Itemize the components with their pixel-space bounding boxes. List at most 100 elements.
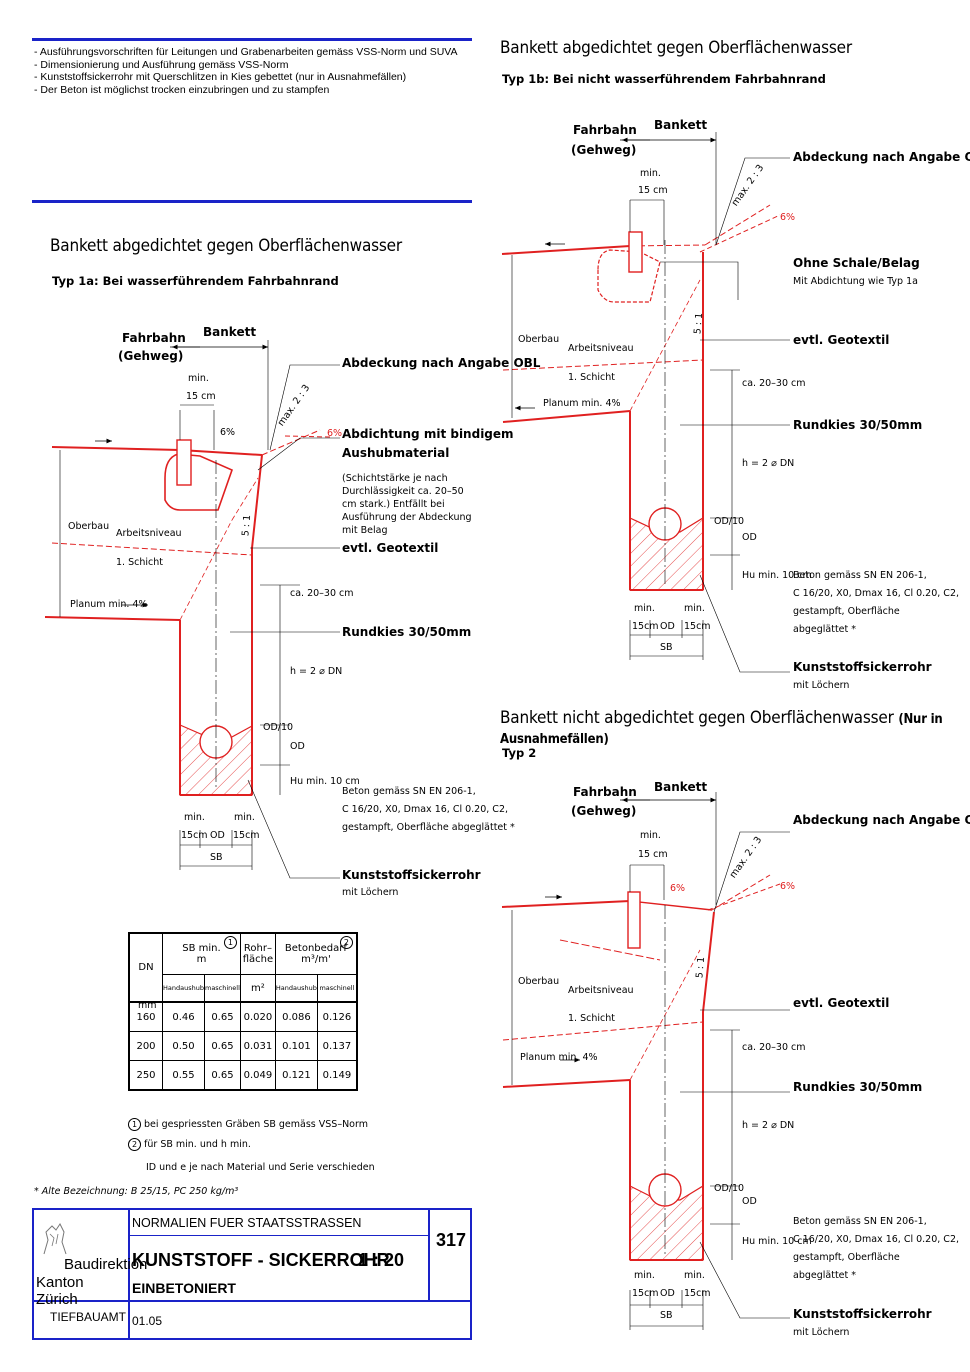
col-sb-unit: m — [196, 954, 207, 965]
type1b-beton3a: gestampft, Oberfläche — [793, 606, 900, 617]
type1b-title: Bankett abgedichtet gegen Oberflächenwas… — [500, 38, 852, 58]
type1a-slope6-right: 6% — [327, 428, 343, 439]
type1b-oberbau: Oberbau — [518, 334, 560, 345]
type1b-min-left: min. — [634, 603, 655, 614]
type1b-abdeckung: Abdeckung nach Angabe OBL — [793, 150, 970, 164]
type1b-od10: OD/10 — [714, 516, 745, 527]
col-flaeche-label: fläche — [242, 954, 274, 965]
type1a-abdichtung2: Aushubmaterial — [342, 446, 450, 460]
type2-slope51: 5 : 1 — [694, 956, 708, 979]
cell: 0.031 — [239, 1031, 276, 1061]
type2-min-left: min. — [634, 1270, 655, 1281]
type1a-od-bottom: OD — [210, 830, 225, 841]
cell: 250 — [128, 1060, 163, 1091]
type1a-15cm-left: 15cm — [181, 830, 208, 841]
cell: 0.65 — [203, 1060, 241, 1091]
type1a-min: min. — [188, 373, 209, 384]
type1a-abdichtung1: Abdichtung mit bindigem — [342, 427, 514, 441]
type1b-arbeitsniveau: Arbeitsniveau — [568, 343, 634, 354]
col-m2: m² — [239, 974, 276, 1003]
title-block-title-cell: KUNSTSTOFF - SICKERROHR 1 : 20 EINBETONI… — [130, 1236, 430, 1302]
type2-min15: 15 cm — [638, 849, 668, 860]
type1a-rundkies: Rundkies 30/50mm — [342, 625, 472, 639]
type2-rundkies: Rundkies 30/50mm — [793, 1080, 923, 1094]
type1b-loechern: mit Löchern — [793, 680, 850, 691]
mid-left-rule — [32, 200, 472, 203]
type1a-hu: Hu min. 10 cm — [290, 776, 360, 787]
type1b-min: min. — [640, 168, 661, 179]
type2-beton3a: gestampft, Oberfläche — [793, 1252, 900, 1263]
cell: 0.121 — [274, 1060, 318, 1091]
type1b-sb: SB — [660, 642, 673, 653]
col-beton-label: Betonbedarf — [284, 943, 347, 954]
type2-hu: Hu min. 10 cm — [742, 1236, 812, 1247]
type2-beton2: C 16/20, X0, Dmax 16, Cl 0.20, C2, — [793, 1234, 960, 1245]
table-row: 200 0.50 0.65 0.031 0.101 0.137 — [128, 1031, 358, 1061]
type1a-min-left: min. — [184, 812, 205, 823]
footnote-3: ID und e je nach Material und Serie vers… — [146, 1162, 375, 1173]
type1a-schicht: 1. Schicht — [116, 557, 163, 568]
type1a-od10: OD/10 — [263, 722, 294, 733]
type2-h2dn: h = 2 ⌀ DN — [742, 1120, 795, 1131]
footnote-2: 2 für SB min. und h min. — [128, 1138, 251, 1151]
table-row: 250 0.55 0.65 0.049 0.121 0.149 — [128, 1060, 358, 1091]
footnote-alt: * Alte Bezeichnung: B 25/15, PC 250 kg/m… — [34, 1186, 239, 1197]
title-block-date-cell: 01.05 — [130, 1302, 470, 1338]
type2-drawing — [501, 792, 790, 1330]
type2-title: Bankett nicht abgedichtet gegen Oberfläc… — [500, 708, 970, 748]
type2-sb: SB — [660, 1310, 673, 1321]
type1a-slope6: 6% — [220, 427, 236, 438]
type2-title-note: (Nur in Ausnahmefällen) — [500, 712, 943, 747]
drawing-title: KUNSTSTOFF - SICKERROHR — [132, 1250, 390, 1270]
type1a-min-right: min. — [234, 812, 255, 823]
type1b-h2dn: h = 2 ⌀ DN — [742, 458, 795, 469]
cell: 0.55 — [162, 1060, 205, 1091]
title-block-logo-cell: Baudirektion Kanton Zürich — [34, 1210, 147, 1308]
type2-planum: Planum min. 4% — [520, 1052, 598, 1063]
type1a-planum: Planum min. 4% — [70, 599, 148, 610]
col-masch2: maschinell — [316, 974, 358, 1003]
col-masch: maschinell — [203, 974, 241, 1003]
note-line: - Ausführungsvorschriften für Leitungen … — [34, 46, 458, 58]
type1b-subtitle: Typ 1b: Bei nicht wasserführendem Fahrba… — [502, 72, 826, 86]
cell: 0.149 — [316, 1060, 358, 1091]
type1b-schicht: 1. Schicht — [568, 372, 615, 383]
col-hand2: Handaushub — [274, 974, 318, 1003]
type1b-planum: Planum min. 4% — [543, 398, 621, 409]
type2-15cm-left: 15cm — [632, 1288, 659, 1299]
type2-oberbau: Oberbau — [518, 976, 560, 987]
type1b-beton1: Beton gemäss SN EN 206-1, — [793, 570, 927, 581]
type2-beton1: Beton gemäss SN EN 206-1, — [793, 1216, 927, 1227]
cell: 0.46 — [162, 1001, 205, 1032]
type1b-od: OD — [742, 532, 757, 543]
table-mm-label: mm — [138, 1000, 157, 1011]
col-rohr-label: Rohr– — [243, 943, 272, 954]
type1a-slope51: 5 : 1 — [240, 514, 254, 537]
cell: 0.126 — [316, 1001, 358, 1032]
drawing-subtitle: EINBETONIERT — [132, 1280, 236, 1296]
type2-fahrbahn: Fahrbahn — [573, 785, 637, 799]
cell: 0.049 — [239, 1060, 276, 1091]
type1b-fahrbahn: Fahrbahn — [573, 123, 637, 137]
type1a-arbeitsniveau: Arbeitsniveau — [116, 528, 182, 539]
type1b-od-bottom: OD — [660, 621, 675, 632]
type1a-gehweg: (Gehweg) — [118, 349, 184, 363]
type1a-abdichtung-text: (Schichtstärke je nach Durchlässigkeit c… — [342, 473, 472, 536]
cell: 0.65 — [203, 1001, 241, 1032]
drawing-date: 01.05 — [132, 1314, 163, 1328]
cell: 0.137 — [316, 1031, 358, 1061]
title-block-number-cell: 317 — [430, 1210, 470, 1302]
note-line: - Dimensionierung und Ausführung gemäss … — [34, 58, 289, 71]
col-beton: Betonbedarf m³/m' 2 — [274, 932, 358, 975]
circle-1-icon: 1 — [223, 936, 237, 949]
type2-beton3b: abgeglättet * — [793, 1270, 857, 1281]
title-block: Baudirektion Kanton Zürich TIEFBAUAMT NO… — [32, 1208, 472, 1340]
title-block-series-cell: NORMALIEN FUER STAATSSTRASSEN — [130, 1210, 430, 1236]
type1a-bankett: Bankett — [203, 325, 257, 339]
type2-min-right: min. — [684, 1270, 705, 1281]
type1b-slope51: 5 : 1 — [692, 312, 706, 335]
type1b-beton2: C 16/20, X0, Dmax 16, Cl 0.20, C2, — [793, 588, 960, 599]
type1a-drawing — [44, 340, 340, 879]
type1a-15cm-right: 15cm — [233, 830, 260, 841]
footnote-1-text: bei gespriessten Gräben SB gemäss VSS–No… — [144, 1119, 368, 1130]
